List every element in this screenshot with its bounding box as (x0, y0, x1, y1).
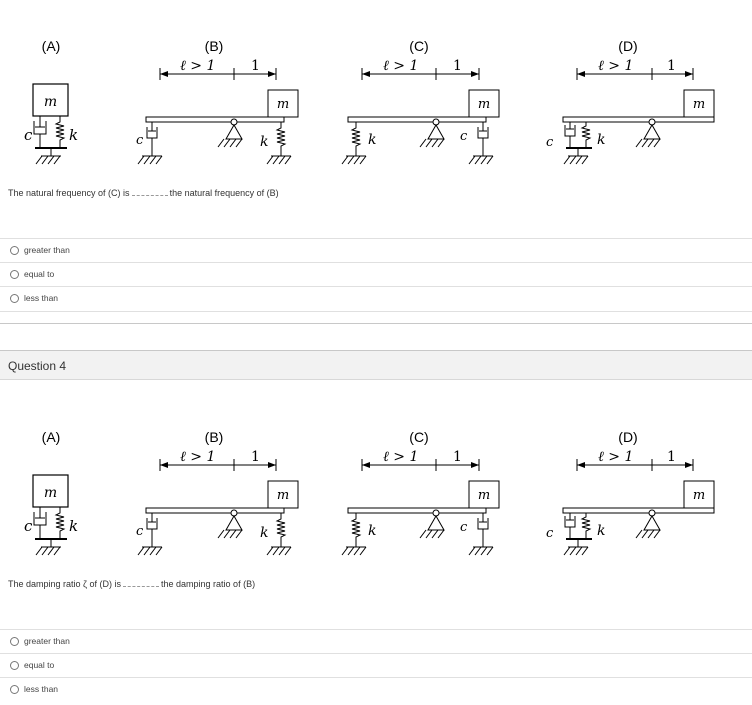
question4-prompt: The damping ratio ζ of (D) is the damping… (8, 579, 255, 589)
svg-text:c: c (24, 517, 33, 535)
svg-text:(C): (C) (409, 38, 428, 54)
radio-button[interactable] (10, 270, 19, 279)
svg-text:(D): (D) (618, 38, 637, 54)
option-label: less than (24, 293, 59, 303)
svg-text:(D): (D) (618, 429, 637, 445)
radio-button[interactable] (10, 661, 19, 670)
prompt-text: The damping ratio ζ of (D) is (8, 579, 122, 589)
svg-text:c: c (136, 524, 144, 539)
svg-text:ℓ > 1: ℓ > 1 (180, 449, 215, 465)
option-greater-than[interactable]: greater than (0, 238, 752, 263)
svg-text:k: k (69, 517, 78, 535)
svg-text:1: 1 (453, 449, 462, 465)
svg-text:m: m (478, 488, 490, 503)
radio-button[interactable] (10, 294, 19, 303)
panel-a-label: (A) (42, 38, 61, 54)
option-label: equal to (24, 269, 55, 279)
svg-text:ℓ > 1: ℓ > 1 (598, 58, 633, 74)
svg-text:m: m (44, 485, 57, 501)
panel-d: (D) ℓ > 1 1 m c k (546, 38, 715, 165)
svg-text:m: m (277, 97, 289, 112)
divider (0, 323, 752, 324)
panel-a: (A) m c k (24, 38, 78, 165)
svg-text:(A): (A) (42, 429, 61, 445)
panel-b: (B) ℓ > 1 1 m c k (136, 429, 299, 556)
svg-text:1: 1 (453, 58, 462, 74)
option-equal-to[interactable]: equal to (0, 653, 752, 678)
figure-q3: (A) m c k (B) ℓ > 1 1 m (24, 38, 715, 165)
option-label: greater than (24, 636, 70, 646)
svg-text:k: k (260, 134, 268, 150)
mass-label: m (44, 94, 57, 110)
panel-c: (C) ℓ > 1 1 m k c (341, 429, 500, 556)
panel-b: (B) ℓ > 1 1 m c k (136, 38, 299, 165)
radio-button[interactable] (10, 685, 19, 694)
svg-text:k: k (368, 523, 376, 539)
svg-text:ℓ > 1: ℓ > 1 (383, 58, 418, 74)
svg-text:1: 1 (667, 449, 676, 465)
svg-text:(B): (B) (205, 38, 224, 54)
panel-d: (D) ℓ > 1 1 m c k (546, 429, 715, 556)
option-less-than[interactable]: less than (0, 677, 752, 702)
option-greater-than[interactable]: greater than (0, 629, 752, 654)
answer-blank (131, 188, 168, 196)
svg-text:(C): (C) (409, 429, 428, 445)
svg-text:m: m (693, 97, 705, 112)
svg-text:m: m (693, 488, 705, 503)
svg-text:k: k (260, 525, 268, 541)
svg-text:c: c (546, 135, 554, 150)
prompt-text: The natural frequency of (C) is (8, 188, 130, 198)
option-label: greater than (24, 245, 70, 255)
svg-text:m: m (277, 488, 289, 503)
spring-label: k (69, 126, 78, 144)
radio-button[interactable] (10, 637, 19, 646)
option-equal-to[interactable]: equal to (0, 262, 752, 287)
prompt-text: the natural frequency of (B) (169, 188, 279, 198)
figure-q4: (A) m c k (B) ℓ > 1 1 m c (24, 429, 715, 556)
svg-text:ℓ > 1: ℓ > 1 (180, 58, 215, 74)
option-label: less than (24, 684, 59, 694)
panel-a: (A) m c k (24, 429, 78, 556)
svg-text:1: 1 (667, 58, 676, 74)
svg-text:(B): (B) (205, 429, 224, 445)
svg-text:k: k (597, 523, 605, 539)
svg-text:ℓ > 1: ℓ > 1 (598, 449, 633, 465)
question3-prompt: The natural frequency of (C) is the natur… (8, 188, 279, 198)
answer-blank (123, 579, 160, 587)
svg-text:1: 1 (251, 449, 260, 465)
svg-text:c: c (136, 133, 144, 148)
damper-label: c (24, 126, 33, 144)
option-label: equal to (24, 660, 55, 670)
svg-text:m: m (478, 97, 490, 112)
svg-text:c: c (460, 129, 468, 144)
radio-button[interactable] (10, 246, 19, 255)
panel-c: (C) ℓ > 1 1 m k c (341, 38, 500, 165)
svg-text:ℓ > 1: ℓ > 1 (383, 449, 418, 465)
svg-text:k: k (597, 132, 605, 148)
svg-text:1: 1 (251, 58, 260, 74)
option-less-than[interactable]: less than (0, 286, 752, 312)
prompt-text: the damping ratio of (B) (161, 579, 256, 589)
question4-header: Question 4 (0, 350, 752, 380)
svg-text:c: c (460, 520, 468, 535)
svg-text:k: k (368, 132, 376, 148)
svg-text:c: c (546, 526, 554, 541)
question-title: Question 4 (8, 359, 67, 373)
